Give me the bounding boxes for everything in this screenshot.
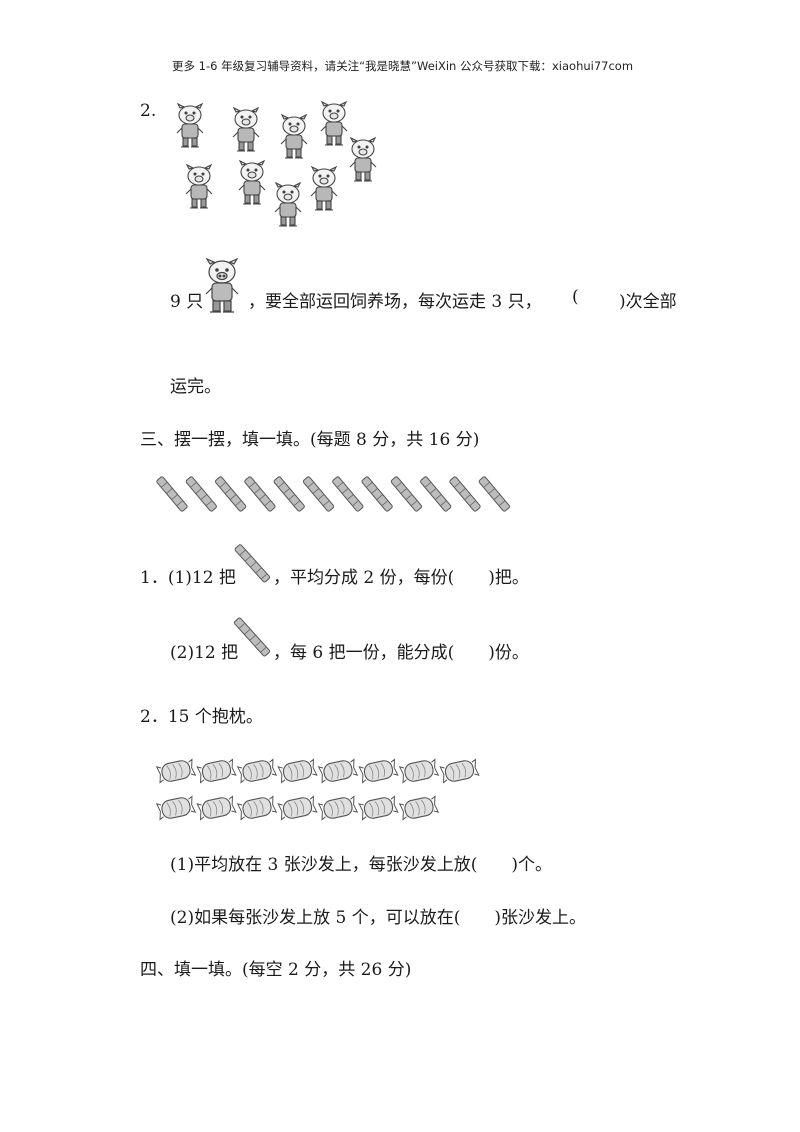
q1-part2-text: ，每 6 把一份，能分成( )份。 (273, 643, 529, 663)
pig-inline-icon (205, 257, 239, 313)
bamboo-stick-icon (156, 476, 188, 512)
bamboo-stick-icon (420, 476, 452, 512)
pillow-icon (155, 758, 197, 784)
bamboo-stick-icon (361, 476, 393, 512)
pig-figure-icon (176, 102, 204, 148)
pig-question-text: ，要全部运回饲养场，每次运走 3 只， (248, 292, 542, 312)
pillow-icon (236, 758, 278, 784)
answer-blank-open: ( (572, 287, 579, 307)
pillow-icon (439, 758, 480, 784)
bamboo-stick-icon (234, 544, 271, 583)
pig-figure-icon (238, 159, 266, 205)
pig-figure-icon (310, 165, 338, 211)
page-header: 更多 1-6 年级复习辅导资料，请关注“我是晓慧”WeiXin 公众号获取下载：… (172, 59, 634, 73)
pig-figure-icon (185, 163, 213, 209)
pillow-icon (277, 758, 318, 784)
pig-figure-icon (320, 100, 348, 146)
pillow-icon (358, 795, 399, 821)
q2-part2-text: (2)如果每张沙发上放 5 个，可以放在( )张沙发上。 (170, 908, 586, 928)
pig-figure-icon (349, 136, 377, 182)
bamboo-stick-icon (302, 476, 335, 512)
pillow-icon (155, 795, 197, 821)
bamboo-stick-icon (390, 476, 423, 512)
bamboo-stick-icon (449, 476, 481, 512)
q1-part1-prefix: 1．(1)12 把 (140, 568, 236, 588)
q1-part1-text: ，平均分成 2 份，每份( )把。 (273, 568, 529, 588)
section-3-title: 三、摆一摆，填一填。(每题 8 分，共 16 分) (140, 430, 480, 450)
pig-question-continued: 运完。 (170, 377, 221, 397)
bamboo-stick-icon (233, 617, 271, 657)
pillow-icon (236, 795, 278, 821)
section-4-title: 四、填一填。(每空 2 分，共 26 分) (140, 960, 412, 980)
pig-count-prefix: 9 只 (170, 292, 204, 312)
q1-part2-prefix: (2)12 把 (170, 643, 239, 663)
pillow-icon (317, 758, 359, 784)
bamboo-stick-icon (244, 476, 276, 512)
bamboo-stick-icon (185, 476, 217, 512)
bamboo-stick-icon (478, 476, 510, 512)
pillow-icon (277, 795, 318, 821)
pig-figure-icon (232, 106, 260, 152)
pillow-icon (358, 758, 399, 784)
pillow-icon (196, 758, 237, 784)
pig-figure-icon (274, 181, 302, 227)
q2-title: 2．15 个抱枕。 (140, 707, 263, 727)
pillow-icon (317, 795, 359, 821)
bamboo-stick-icon (273, 476, 305, 512)
bamboo-stick-icon (332, 476, 364, 512)
pillow-icon (398, 758, 440, 784)
pillow-icon (196, 795, 237, 821)
answer-blank-close: )次全部 (619, 292, 677, 312)
pillow-icon (398, 795, 440, 821)
pig-figure-icon (280, 113, 308, 159)
bamboo-stick-icon (214, 476, 247, 512)
q2-part1-text: (1)平均放在 3 张沙发上，每张沙发上放( )个。 (170, 855, 552, 875)
question-number: 2. (140, 101, 157, 121)
